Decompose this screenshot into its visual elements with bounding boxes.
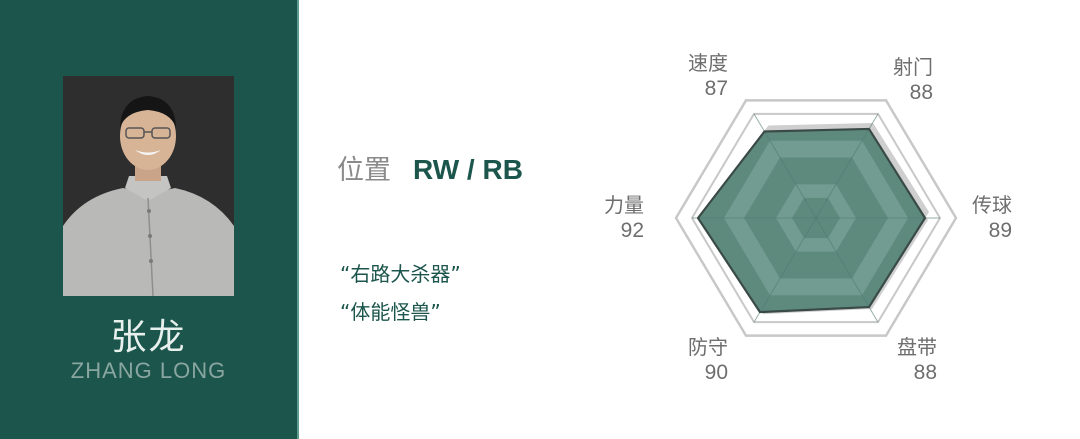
- nickname-2: “体能怪兽”: [340, 300, 441, 324]
- radar-axis-line: [815, 217, 879, 323]
- axis-label-speed: 速度 87: [688, 51, 728, 100]
- portrait-photo: [63, 76, 234, 296]
- radar-axis-line: [815, 113, 879, 219]
- player-name-chinese: 张龙: [110, 317, 187, 358]
- radar-grid-band: [776, 184, 856, 252]
- radar-data-outline: [696, 127, 927, 314]
- axis-label-shooting: 射门 88: [893, 55, 933, 104]
- axis-label-passing: 传球 89: [972, 193, 1012, 242]
- player-name-english: ZHANG LONG: [70, 358, 227, 383]
- axis-label-dribbling: 盘带 88: [897, 335, 937, 384]
- radar-axis-line: [753, 217, 817, 323]
- axis-label-defense: 防守 90: [688, 335, 728, 384]
- position-label: 位置: [337, 155, 391, 186]
- position-value: RW / RB: [413, 154, 523, 185]
- nickname-1: “右路大杀器”: [340, 262, 461, 286]
- position-row: 位置 RW / RB: [337, 148, 523, 187]
- axis-label-strength: 力量 92: [604, 193, 644, 242]
- profile-panel: 张龙 ZHANG LONG: [0, 0, 299, 439]
